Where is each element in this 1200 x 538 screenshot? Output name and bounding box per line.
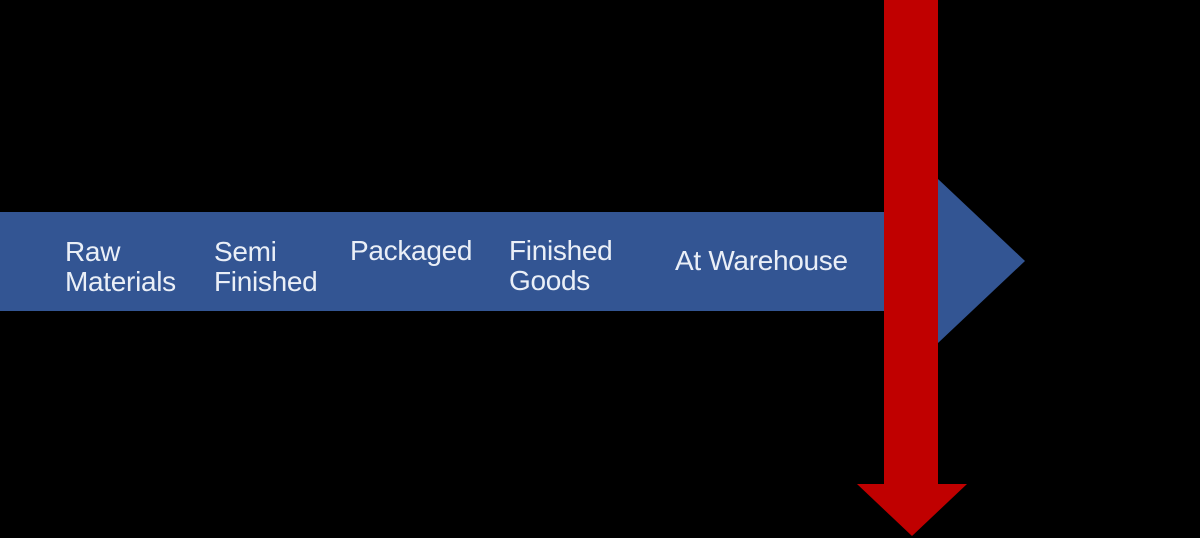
- down-arrow-shaft: [884, 0, 938, 484]
- process-arrow-head: [938, 179, 1025, 343]
- process-arrow-body: [0, 212, 938, 311]
- down-arrow-head: [857, 484, 967, 536]
- stage-label-packaged: Packaged: [350, 235, 473, 266]
- stage-label-semi-finished: Semi Finished: [214, 236, 318, 297]
- stage-label-at-warehouse: At Warehouse: [675, 245, 848, 276]
- stage-label-raw-materials: Raw Materials: [65, 236, 176, 297]
- stage-label-finished-goods: Finished Goods: [509, 235, 613, 296]
